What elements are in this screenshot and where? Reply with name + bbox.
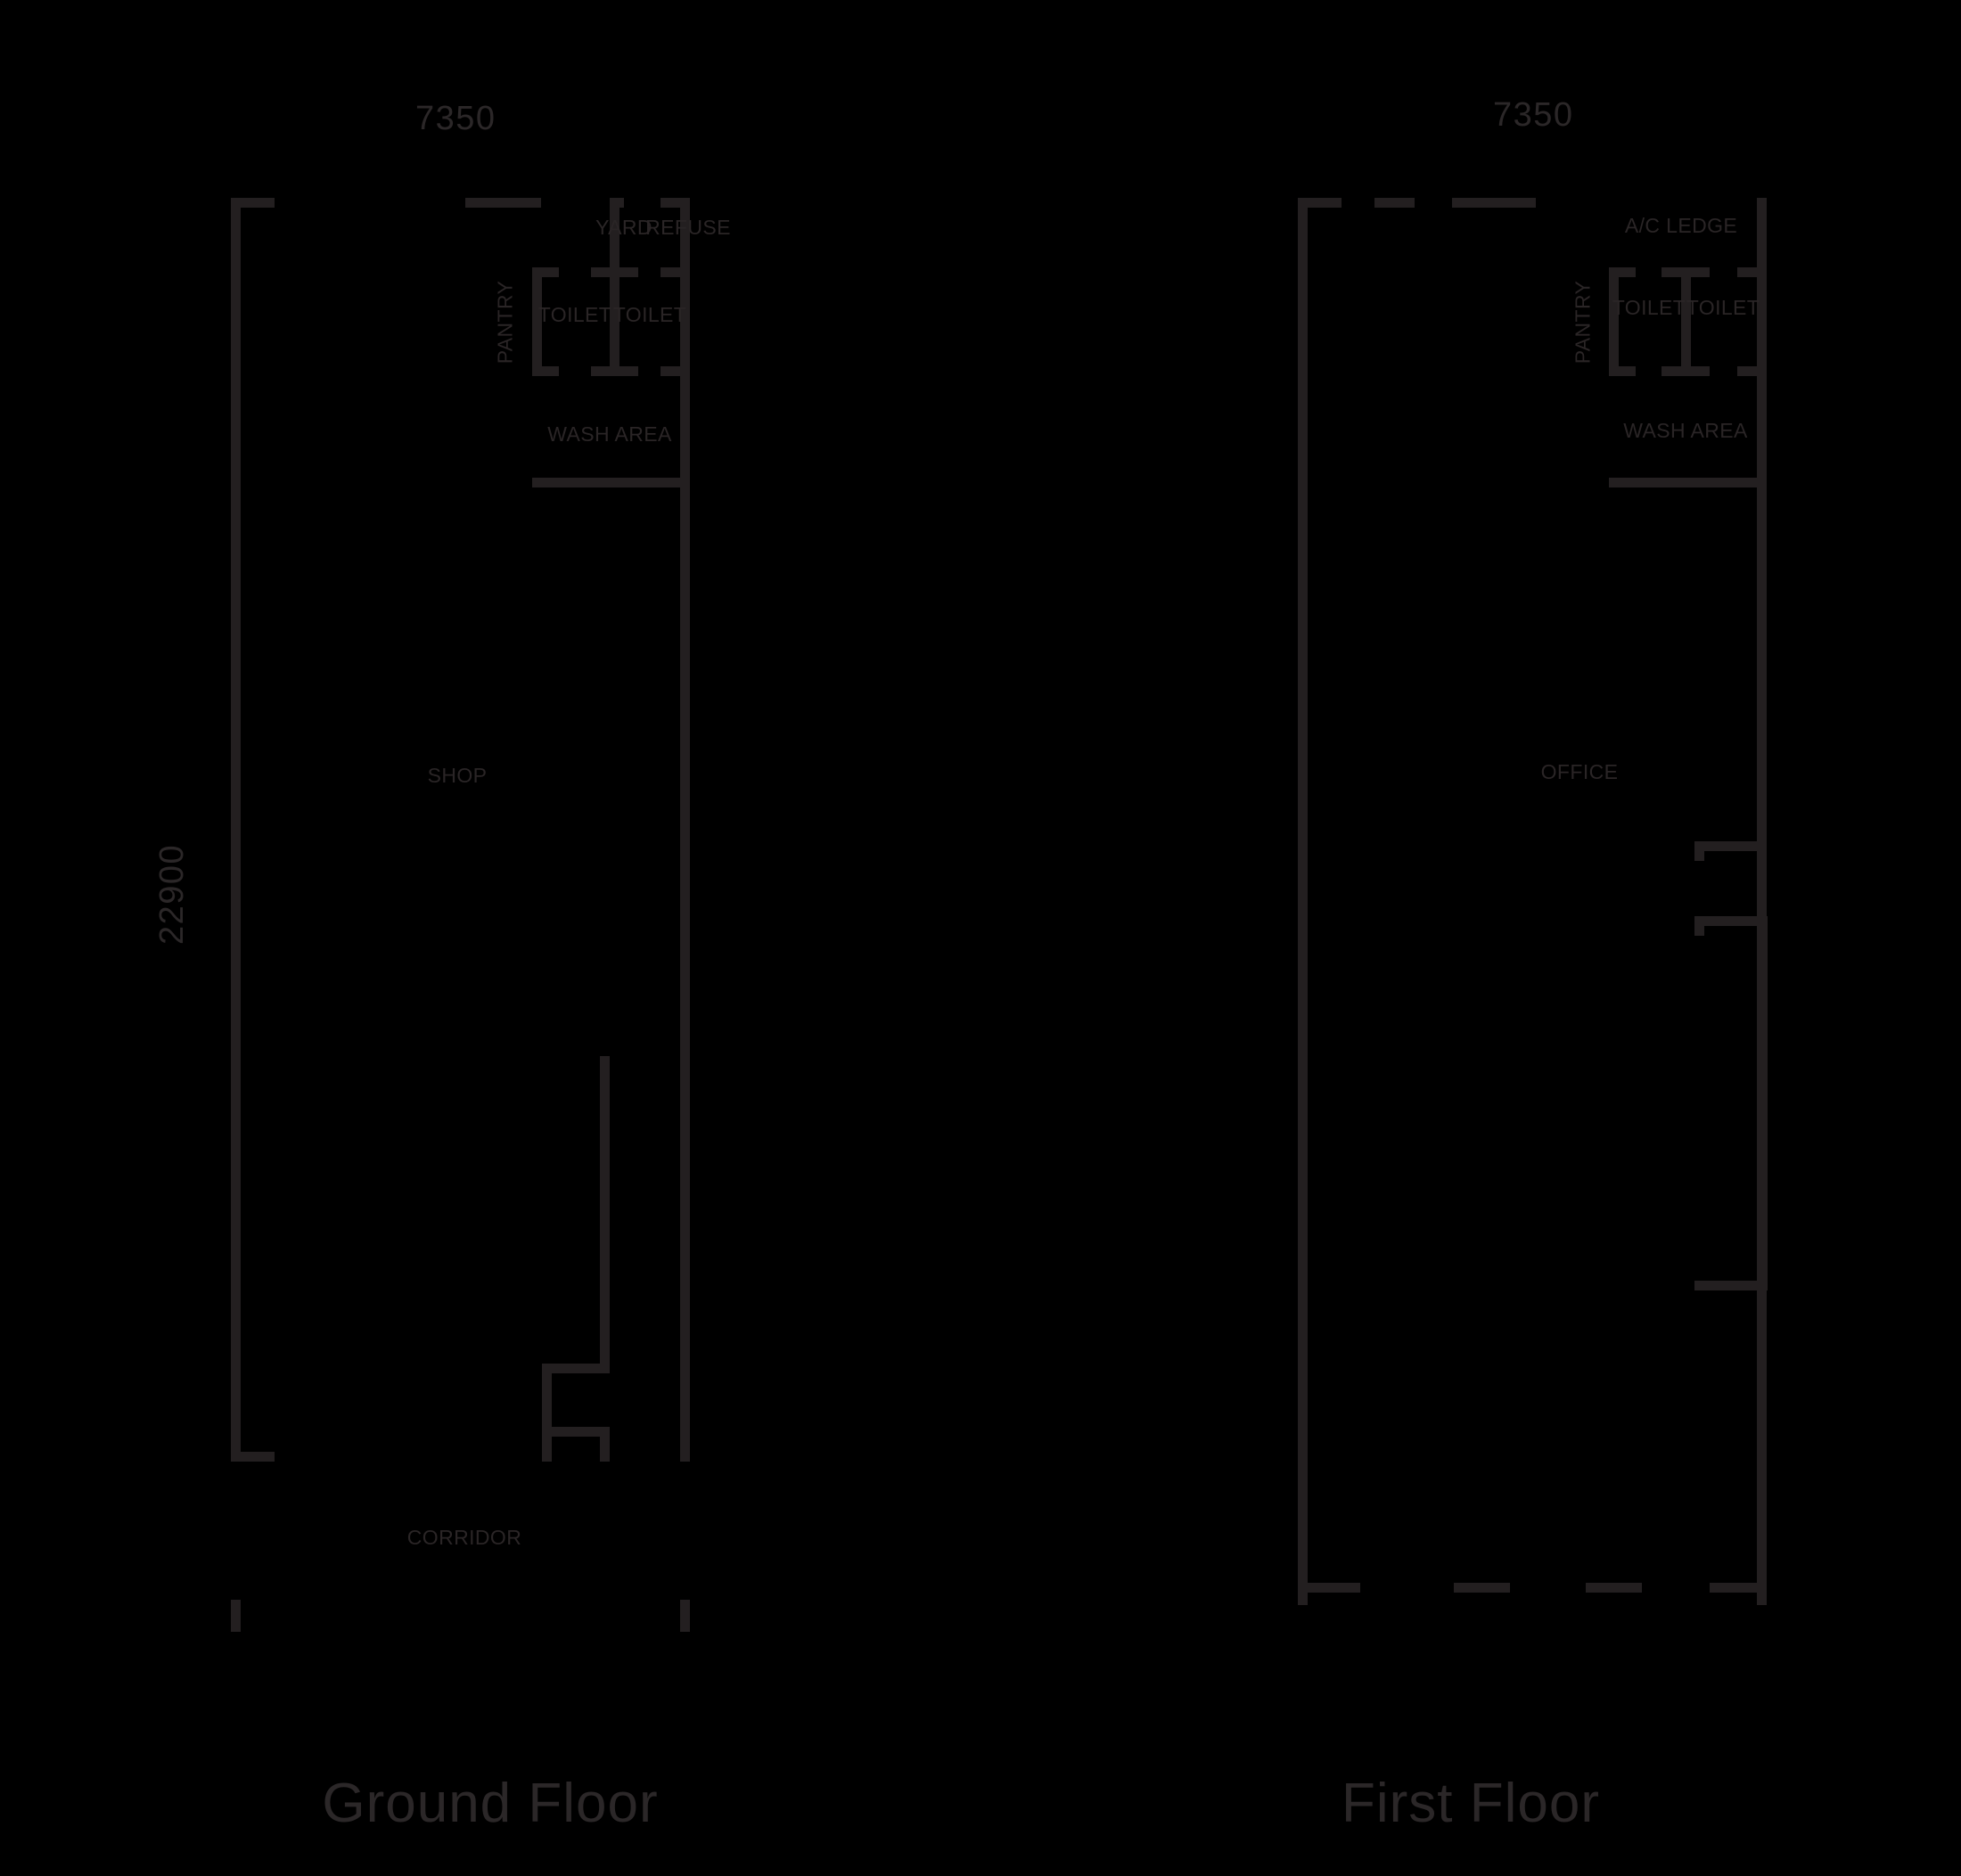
first-width-dimension: 7350 [1493,96,1574,134]
room-label-office: OFFICE [1540,760,1619,783]
room-label-wash-area: WASH AREA [547,422,672,446]
ground-floor-title: Ground Floor [322,1773,659,1834]
room-label-toilet-right: TOILET [1686,296,1760,319]
ground-width-dimension: 7350 [415,100,496,137]
room-label-toilet-right: TOILET [612,303,687,326]
room-label-toilet-left: TOILET [1612,296,1686,319]
ground-floor-plan: 7350 22900 [0,0,980,1876]
first-floor-title: First Floor [1342,1773,1600,1834]
ground-floor-walls [231,198,690,1632]
first-floor-plan: 7350 22900 [980,0,1961,1876]
room-label-ac-ledge: A/C LEDGE [1624,214,1738,237]
room-label-pantry: PANTRY [493,280,517,365]
room-label-yard: YARD [595,216,652,239]
room-label-wash-area: WASH AREA [1623,419,1748,442]
room-label-toilet-left: TOILET [537,303,612,326]
room-label-refuse: REFUSE [645,216,731,239]
room-label-shop: SHOP [427,764,488,787]
first-floor-walls [1298,198,1768,1605]
room-label-corridor: CORRIDOR [406,1526,522,1549]
room-label-pantry: PANTRY [1571,280,1595,365]
